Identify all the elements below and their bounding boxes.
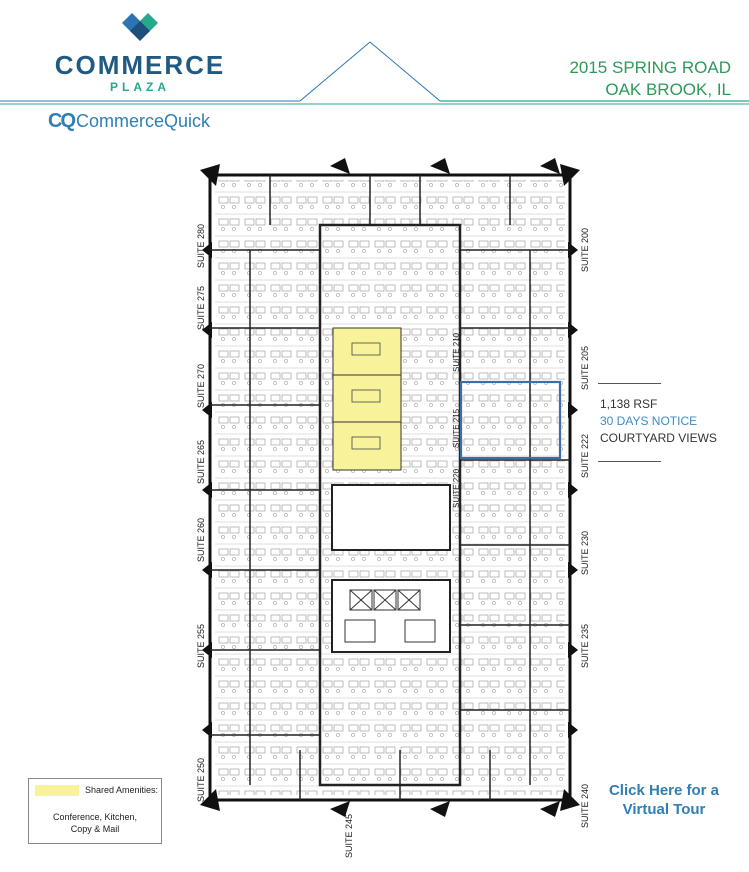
legend-swatch <box>35 785 79 796</box>
suite-245-label: SUITE 245 <box>344 813 354 858</box>
suite-235-label: SUITE 235 <box>580 623 590 668</box>
suite-222-label: SUITE 222 <box>580 433 590 478</box>
info-divider-top <box>598 383 661 384</box>
address-city: OAK BROOK, IL <box>605 80 731 99</box>
virtual-tour-link[interactable]: Click Here for a Virtual Tour <box>598 781 730 819</box>
brand-name: COMMERCE <box>54 50 226 80</box>
suite-notice: 30 DAYS NOTICE <box>600 414 698 428</box>
suite-215-label: SUITE 215 <box>452 408 461 448</box>
legend-title: Shared Amenities: <box>85 785 159 795</box>
suite-230-label: SUITE 230 <box>580 530 590 575</box>
suite-250-label: SUITE 250 <box>196 757 206 802</box>
suite-270-label: SUITE 270 <box>196 363 206 408</box>
diamond-logo-icon <box>122 13 158 41</box>
amenities-legend: Shared Amenities: Conference, Kitchen, C… <box>28 778 162 844</box>
suite-240-label: SUITE 240 <box>580 783 590 828</box>
legend-line-2: Copy & Mail <box>70 824 120 834</box>
address-street: 2015 SPRING ROAD <box>569 58 731 77</box>
cq-mark: CQ <box>48 110 76 132</box>
suite-280-label: SUITE 280 <box>196 223 206 268</box>
legend-line-1: Conference, Kitchen, <box>52 812 138 822</box>
header-divider <box>0 41 749 105</box>
suite-265-label: SUITE 265 <box>196 439 206 484</box>
tour-line-1: Click Here for a <box>608 782 720 799</box>
tour-line-2: Virtual Tour <box>622 801 706 818</box>
suite-205-label: SUITE 205 <box>580 345 590 390</box>
floor-plan <box>200 158 580 817</box>
suite-255-label: SUITE 255 <box>196 623 206 668</box>
suite-size: 1,138 RSF <box>600 397 658 411</box>
suite-views: COURTYARD VIEWS <box>600 431 717 445</box>
suite-220-label: SUITE 220 <box>452 468 461 508</box>
info-divider-bottom <box>598 461 661 462</box>
suite-210-label: SUITE 210 <box>452 332 461 372</box>
cq-name: CommerceQuick <box>76 111 211 131</box>
suite-260-label: SUITE 260 <box>196 517 206 562</box>
suite-200-label: SUITE 200 <box>580 227 590 272</box>
legend-items: Conference, Kitchen, Copy & Mail <box>33 811 157 835</box>
brand-subtitle: PLAZA <box>110 80 170 94</box>
suite-275-label: SUITE 275 <box>196 285 206 330</box>
